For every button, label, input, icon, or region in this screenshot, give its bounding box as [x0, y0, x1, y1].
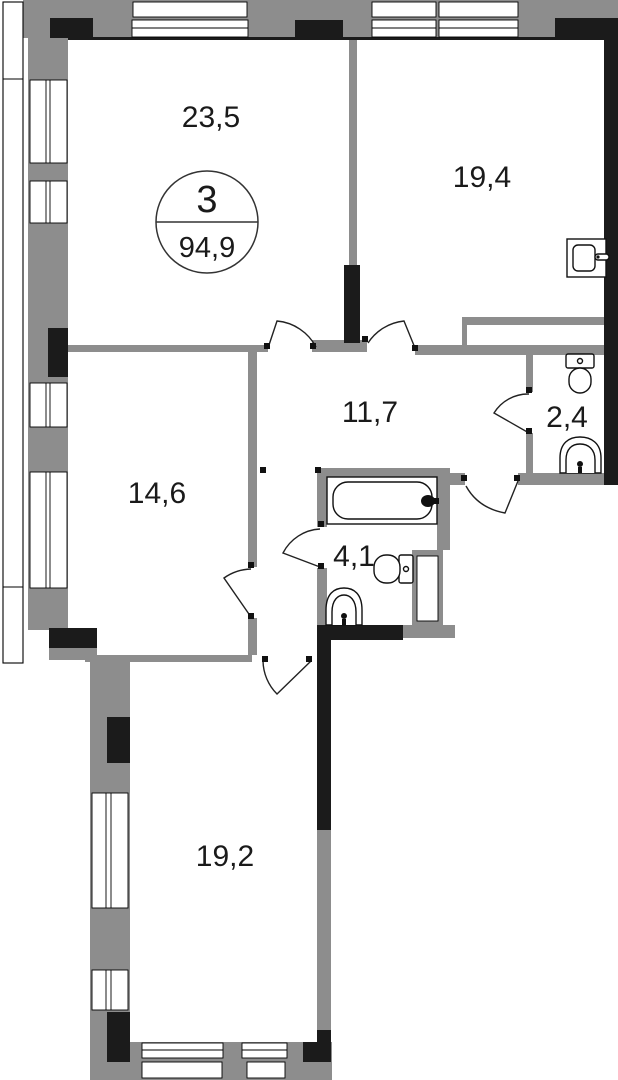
- room-count: 3: [196, 179, 217, 221]
- room-label-bedroom2: 19,2: [196, 840, 254, 873]
- room-label-wc: 2,4: [546, 401, 588, 434]
- door-arc-bedroom2: [262, 660, 312, 695]
- total-area: 94,9: [179, 232, 235, 264]
- room-label-kitchen: 19,4: [453, 161, 511, 194]
- kitchen-sink-icon: [566, 238, 610, 278]
- walls-gray: [23, 0, 618, 1080]
- room-label-bedroom: 14,6: [128, 477, 186, 510]
- door-arc-bedroom: [223, 568, 252, 618]
- room-label-hallway: 11,7: [342, 396, 398, 429]
- room-label-bathroom: 4,1: [333, 540, 375, 573]
- door-arc-kitchen: [367, 320, 416, 349]
- bathtub-icon: [326, 476, 439, 525]
- wash-basin-icon-wc: [559, 436, 602, 474]
- door-arc-bathroom: [282, 528, 321, 568]
- wash-basin-icon-bathroom: [325, 587, 363, 626]
- toilet-icon-wc: [565, 353, 595, 394]
- toilet-icon-bathroom: [373, 554, 414, 584]
- balcony-outline: [2, 1, 24, 664]
- door-arcs: [223, 320, 530, 695]
- door-arc-entrance: [465, 480, 519, 514]
- room-labels: 23,5 19,4 11,7 14,6 2,4 4,1 19,2: [128, 101, 588, 873]
- door-jambs: [248, 336, 532, 662]
- room-label-living: 23,5: [182, 101, 240, 134]
- windows: [29, 1, 519, 1079]
- apartment-info-badge: 3 94,9: [155, 170, 259, 274]
- walls-black: [48, 18, 618, 1062]
- door-arc-wc: [493, 393, 530, 434]
- door-arc-living: [267, 320, 317, 349]
